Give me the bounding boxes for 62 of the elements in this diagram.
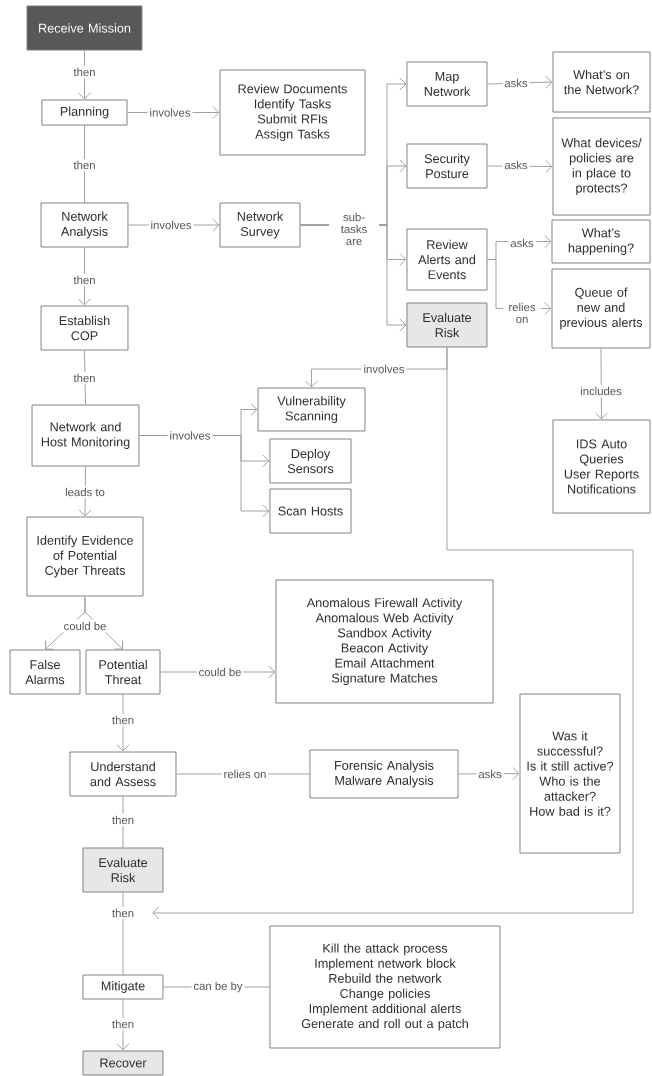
process-box: False Alarms: [9, 649, 81, 695]
edge-label: can be by: [191, 979, 245, 995]
edge-label: could be: [196, 665, 244, 679]
info-box: Kill the attack process Implement network block Rebuild the network Change policies Implement additional alerts Generate and roll out a patch: [269, 925, 501, 1049]
edge-label: then: [109, 1017, 137, 1031]
edge-label: then: [71, 371, 98, 385]
edge-label: includes: [578, 384, 624, 398]
process-box: Evaluate Risk: [406, 302, 488, 348]
edge-label: then: [71, 65, 98, 79]
process-box: Mitigate: [82, 974, 164, 1000]
process-box: Understand and Assess: [69, 751, 177, 797]
arrow: [116, 999, 130, 1051]
process-box: Review Alerts and Events: [406, 228, 488, 291]
info-box: IDS Auto Queries User Reports Notifications: [552, 419, 651, 514]
edge-label: then: [71, 158, 98, 172]
info-box: Review Documents Identify Tasks Submit RFIs Assign Tasks: [219, 69, 366, 156]
start-box: Receive Mission: [26, 5, 143, 51]
edge-label: then: [109, 813, 137, 827]
edge-label: asks: [508, 236, 536, 250]
process-box: Planning: [41, 99, 128, 126]
process-box: Network Analysis: [40, 202, 129, 248]
process-box: Deploy Sensors: [269, 438, 352, 484]
process-box: Map Network: [406, 61, 488, 107]
arrow: [116, 694, 130, 752]
edge-label: asks: [502, 158, 530, 172]
edge-label: asks: [476, 767, 504, 781]
edge-label: leads to: [63, 485, 107, 499]
arrow: [595, 347, 608, 420]
info-box: Forensic Analysis Malware Analysis: [309, 749, 459, 799]
process-box: Evaluate Risk: [82, 847, 164, 893]
edge-label: involves: [148, 218, 194, 232]
process-box: Vulnerability Scanning: [257, 387, 366, 432]
info-box: Queue of new and previous alerts: [551, 268, 651, 349]
process-box: Network and Host Monitoring: [31, 404, 140, 467]
edge-label: involves: [167, 429, 213, 442]
process-box: Potential Threat: [85, 649, 161, 695]
process-box: Recover: [82, 1050, 164, 1076]
arrow: [78, 247, 91, 306]
info-box: Anomalous Firewall Activity Anomalous Web Activity Sandbox Activity Beacon Activity Email Attachment Signature Matches: [275, 579, 494, 704]
edge-label: involves: [361, 362, 407, 376]
connector: [122, 892, 124, 975]
process-box: Establish COP: [40, 305, 129, 351]
edge-label: sub-tasks are: [329, 210, 379, 248]
edge-label: relies on: [221, 767, 269, 781]
edge-label: then: [109, 713, 137, 727]
process-box: Security Posture: [406, 143, 488, 189]
info-box: What’s happening?: [551, 219, 651, 264]
info-box: Was it successful? Is it still active? Who is the attacker? How bad is it?: [519, 693, 621, 854]
info-box: What’s on the Network?: [552, 51, 651, 113]
process-box: Identify Evidence of Potential Cyber Threats: [26, 516, 144, 597]
edge-label: relies on: [503, 300, 541, 326]
info-box: What devices/ policies are in place to protects?: [552, 117, 651, 216]
arrow: [152, 347, 634, 920]
connector: [122, 796, 124, 848]
edge-label: then: [71, 273, 98, 287]
process-box: Scan Hosts: [269, 488, 352, 534]
edge-label: involves: [147, 106, 193, 119]
process-box: Network Survey: [219, 202, 301, 248]
edge-label: asks: [502, 76, 530, 90]
arrow: [78, 50, 91, 100]
edge-label: could be: [61, 619, 109, 633]
edge-label: then: [109, 906, 137, 920]
